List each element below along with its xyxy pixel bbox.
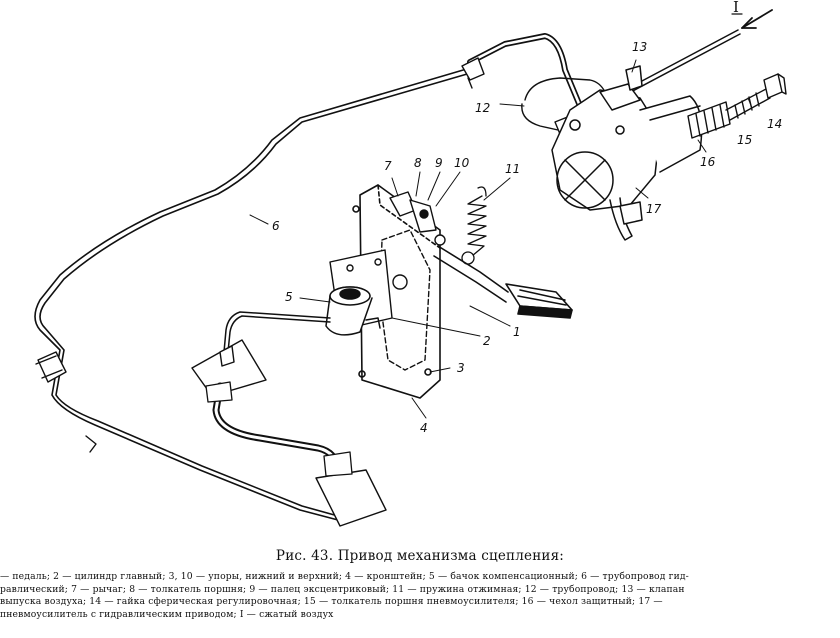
legend-line-3: выпуска воздуха; 14 — гайка сферическая … xyxy=(0,596,663,608)
lower-pipeline xyxy=(223,311,331,353)
callout-14: 14 xyxy=(767,117,783,131)
callout-6: 6 xyxy=(272,219,280,233)
callout-7: 7 xyxy=(384,159,392,173)
callout-12: 12 xyxy=(475,101,491,115)
callout-4: 4 xyxy=(420,421,428,435)
clutch-pedal-1 xyxy=(433,245,573,319)
callout-1: 1 xyxy=(513,325,521,339)
pneumatic-booster-17 xyxy=(551,65,703,241)
lever-and-pins xyxy=(389,191,446,246)
pipeline-coupling xyxy=(35,351,97,453)
diagram-drawing xyxy=(34,9,787,527)
floor-bracket xyxy=(191,339,387,527)
hydraulic-pipeline-6 xyxy=(34,67,475,521)
release-spring-11 xyxy=(461,186,487,265)
compensating-reservoir-5 xyxy=(325,286,381,336)
flexible-hose xyxy=(205,381,353,477)
legend-line-2: равлический; 7 — рычаг; 8 — толкатель по… xyxy=(0,583,685,595)
leader-lines xyxy=(249,59,753,419)
figure-legend: — педаль; 2 — цилиндр главный; 3, 10 — у… xyxy=(0,571,840,621)
compressed-air-line xyxy=(624,9,773,95)
clutch-drive-diagram: 7 8 9 10 11 6 5 2 1 3 4 12 13 14 15 16 1… xyxy=(34,0,787,527)
callout-2: 2 xyxy=(483,334,491,348)
callout-16: 16 xyxy=(700,155,716,169)
callout-3: 3 xyxy=(457,361,465,375)
booster-pushrod-15 xyxy=(725,73,787,121)
figure-caption-title: Рис. 43. Привод механизма сцепления: xyxy=(275,548,565,564)
protective-boot-16 xyxy=(687,101,731,139)
callout-9: 9 xyxy=(435,156,443,170)
legend-line-4: пневмоусилитель с гидравлическим приводо… xyxy=(0,608,334,620)
callout-5: 5 xyxy=(285,290,293,304)
callout-compressed-air: I xyxy=(733,0,739,16)
legend-line-1: — педаль; 2 — цилиндр главный; 3, 10 — у… xyxy=(0,571,689,582)
callout-13: 13 xyxy=(632,40,648,54)
callout-15: 15 xyxy=(737,133,753,147)
callout-17: 17 xyxy=(646,202,662,216)
callout-8: 8 xyxy=(414,156,422,170)
callout-11: 11 xyxy=(505,162,521,176)
callout-10: 10 xyxy=(454,156,470,170)
upper-hose xyxy=(461,33,588,121)
